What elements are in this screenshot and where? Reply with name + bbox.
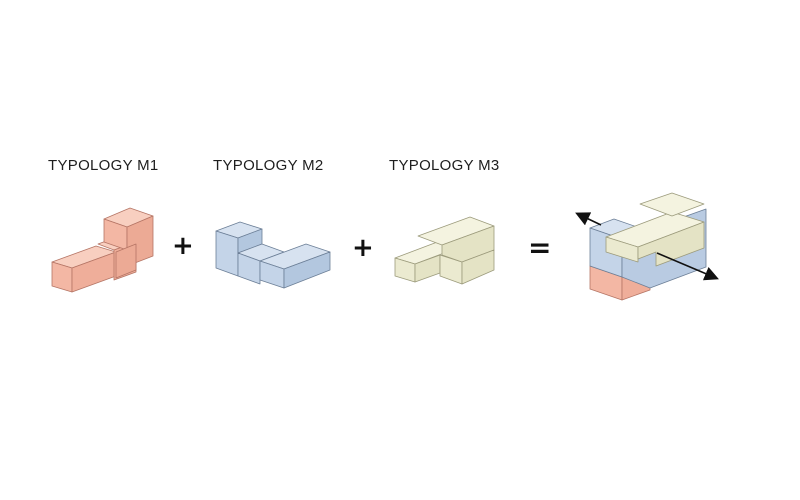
arrow-upper-left — [575, 212, 602, 226]
m3-body-side-lower — [461, 249, 495, 285]
plus-operator-1: + — [172, 231, 194, 261]
m2-right-side — [283, 251, 331, 289]
m1-mid-side — [115, 243, 137, 279]
equals-operator: = — [528, 231, 552, 264]
typology-m3-label: TYPOLOGY M3 — [389, 157, 500, 174]
typology-m1-label: TYPOLOGY M1 — [48, 157, 159, 174]
arrow-lower-right — [656, 252, 719, 281]
m2-mid-front — [237, 252, 261, 285]
plus-operator-2: + — [352, 233, 374, 263]
result-m3-front — [605, 236, 639, 263]
typology-m2-label: TYPOLOGY M2 — [213, 157, 324, 174]
result-m3-side — [637, 221, 705, 267]
result-m3-upper-top — [639, 192, 705, 217]
